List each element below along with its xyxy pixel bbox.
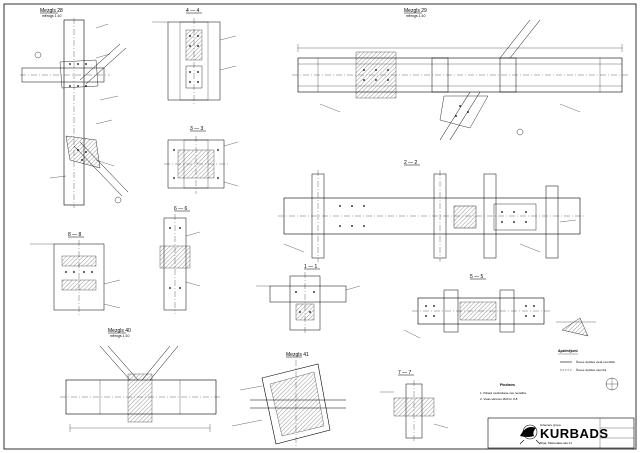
detail-40-title: Mezgls 40 xyxy=(108,328,131,334)
section-8-8: 8 — 8 xyxy=(30,232,121,316)
section-2-2-title: 2 — 2 xyxy=(404,160,418,166)
section-1-1-title: 1 — 1 xyxy=(304,264,318,270)
firm-logo xyxy=(519,424,541,445)
detail-28: Mezgls 28 mērogs 1:10 xyxy=(20,8,129,208)
symbols-note-1: Šuves izpildes vietā montāžā xyxy=(576,359,615,364)
detail-40: Mezgls 40 mērogs 1:10 xyxy=(60,328,222,432)
symbols-title: Apzīmējumi xyxy=(558,349,578,353)
firm-tag: inženieru grupa xyxy=(540,423,561,427)
symbols-note-2: Šuves izpildes rūpnīcā xyxy=(576,367,606,372)
detail-40-scale: mērogs 1:10 xyxy=(110,334,130,338)
notes-title: Piezīmes xyxy=(500,383,515,387)
detail-29: Mezgls 29 mērogs 1:10 xyxy=(292,8,628,141)
note-1: 1. Pārējā metināšana nav norādīta. xyxy=(480,391,527,395)
detail-28-title: Mezgls 28 xyxy=(40,8,63,14)
firm-name: KURBADS xyxy=(540,426,609,441)
note-2: 2. Visas skrūves M20 kl. 8.8. xyxy=(480,397,518,401)
title-block: inženieru grupa KURBADS Rīga, Mūkusalas … xyxy=(487,417,635,449)
sheet-frame xyxy=(3,3,637,450)
section-8-8-title: 8 — 8 xyxy=(68,232,82,238)
section-2-2: 2 — 2 xyxy=(278,160,586,262)
detail-41: Mezgls 41 xyxy=(231,352,346,448)
section-6-6-title: 6 — 6 xyxy=(174,206,188,212)
section-6-6: 6 — 6 xyxy=(159,206,201,314)
section-4-4: 4 — 4 xyxy=(152,8,237,106)
detail-29-title: Mezgls 29 xyxy=(404,8,427,14)
section-5-5: 5 — 5 xyxy=(403,274,596,339)
section-1-1: 1 — 1 xyxy=(256,264,361,334)
detail-29-scale: mērogs 1:10 xyxy=(406,14,426,18)
section-7-7: 7 — 7 xyxy=(380,370,449,442)
section-3-3: 3 — 3 xyxy=(164,126,239,194)
symbols-legend: Apzīmējumi Šuves izpildes vietā montāžā … xyxy=(558,349,619,391)
section-3-3-title: 3 — 3 xyxy=(190,126,204,132)
section-7-7-title: 7 — 7 xyxy=(398,370,412,376)
general-notes: Piezīmes 1. Pārējā metināšana nav norādī… xyxy=(480,383,527,401)
section-5-5-title: 5 — 5 xyxy=(470,274,484,280)
detail-41-title: Mezgls 41 xyxy=(286,352,309,358)
detail-28-scale: mērogs 1:10 xyxy=(42,14,62,18)
section-4-4-title: 4 — 4 xyxy=(186,8,200,14)
firm-address: Rīga, Mūkusalas iela 41 xyxy=(540,441,572,445)
